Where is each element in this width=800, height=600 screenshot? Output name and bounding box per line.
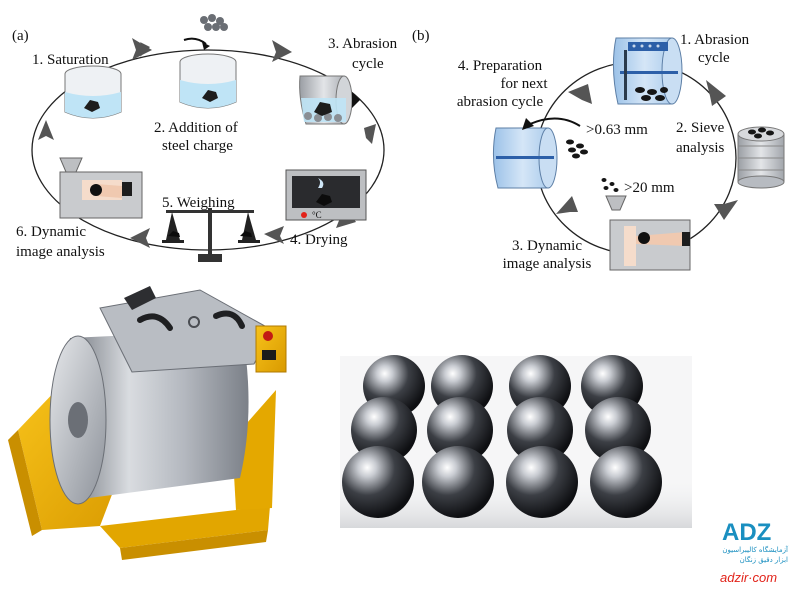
logo-fa-line2: ابزار دقیق زنگان xyxy=(740,555,788,564)
step-b3-label-line1: 3. Dynamic xyxy=(512,238,582,254)
steel-balls-photo xyxy=(340,355,692,528)
drum-preparation-icon xyxy=(493,118,588,188)
abrasion-machine-photo xyxy=(8,286,286,560)
drying-oven-icon: °C xyxy=(286,170,366,220)
step-a3-label-line2: cycle xyxy=(352,56,384,72)
abrasion-drum-blue-icon xyxy=(613,38,682,104)
oven-temp-unit: °C xyxy=(312,210,322,220)
step-b4-label-line3: abrasion cycle xyxy=(457,94,544,110)
step-a3-label-line1: 3. Abrasion xyxy=(328,36,398,52)
arrow-icon xyxy=(364,124,376,144)
step-b3-label-line2: image analysis xyxy=(503,256,592,272)
steel-ball xyxy=(422,446,494,518)
image-analyzer-icon xyxy=(60,158,142,218)
step-a5-label: 5. Weighing xyxy=(162,195,235,211)
step-a1-label: 1. Saturation xyxy=(32,52,109,68)
size-063-label: >0.63 mm xyxy=(586,122,648,138)
step-b4-label-line2: for next xyxy=(500,76,548,92)
steel-balls-icon xyxy=(200,14,228,31)
panel-b-tag: (b) xyxy=(412,28,430,44)
arrow-icon xyxy=(130,228,150,248)
panel-b: (b) 1. Abrasion cycle xyxy=(412,28,784,272)
steel-ball xyxy=(590,446,662,518)
arrow-icon xyxy=(714,200,738,220)
arrow-icon xyxy=(568,84,592,104)
logo-fa-line1: آزمایشگاه کالیبراسیون xyxy=(722,545,789,554)
step-b4-label-line1: 4. Preparation xyxy=(458,58,543,74)
logo-url: adzir·com xyxy=(720,570,777,585)
panel-a-tag: (a) xyxy=(12,28,29,44)
saturation-beaker-icon xyxy=(65,66,121,118)
step-b1-label-line2: cycle xyxy=(698,50,730,66)
sieve-stack-icon xyxy=(738,127,784,188)
size-20-label: >20 mm xyxy=(624,180,675,196)
logo-mark: ADZ xyxy=(722,519,771,546)
steel-charge-beaker-icon xyxy=(180,14,236,108)
abrasion-drum-icon xyxy=(300,76,360,124)
arrow-icon xyxy=(556,196,578,214)
arrow-icon xyxy=(264,226,284,244)
adz-logo: ADZ آزمایشگاه کالیبراسیون ابزار دقیق زنگ… xyxy=(720,519,789,585)
weighing-balance-icon xyxy=(162,208,260,262)
step-a2-label-line2: steel charge xyxy=(162,138,233,154)
step-a6-label-line2: image analysis xyxy=(16,244,105,260)
step-a6-label-line1: 6. Dynamic xyxy=(16,224,86,240)
step-a4-label: 4. Drying xyxy=(290,232,348,248)
arrow-icon xyxy=(38,120,54,140)
steel-ball xyxy=(506,446,578,518)
step-b2-label-line2: analysis xyxy=(676,140,724,156)
step-b1-label-line1: 1. Abrasion xyxy=(680,32,750,48)
steel-ball xyxy=(342,446,414,518)
panel-a: (a) 1. Saturation xyxy=(12,14,398,262)
step-a2-label-line1: 2. Addition of xyxy=(154,120,238,136)
step-b2-label-line1: 2. Sieve xyxy=(676,120,725,136)
